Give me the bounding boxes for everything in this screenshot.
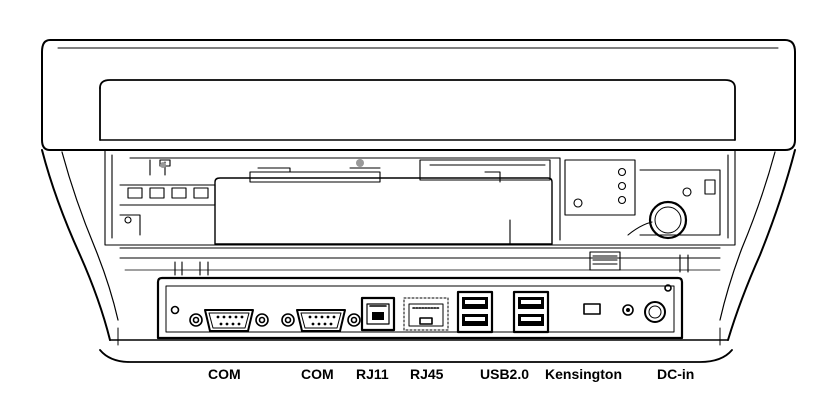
device-top-shell [41, 39, 796, 151]
rj45-label: RJ45 [410, 366, 444, 382]
panel-screw [622, 304, 634, 316]
com-port-1[interactable] [189, 309, 269, 332]
kensington-lock-slot[interactable] [583, 303, 601, 315]
dc-in-jack[interactable] [644, 301, 666, 323]
io-panel [156, 276, 684, 340]
com-port-1-label: COM [208, 366, 241, 382]
rj45-jack[interactable] [403, 297, 449, 331]
usb-label: USB2.0 [480, 366, 530, 382]
rj11-label: RJ11 [356, 366, 389, 382]
internal-chassis [104, 149, 736, 276]
rj11-jack[interactable] [360, 296, 396, 332]
device-side-walls [41, 149, 796, 363]
dc-in-label: DC-in [657, 366, 695, 382]
usb-port-stack-2[interactable] [512, 290, 550, 334]
com-port-2-label: COM [301, 366, 334, 382]
usb-port-stack-1[interactable] [456, 290, 494, 334]
kensington-label: Kensington [545, 366, 622, 382]
com-port-2[interactable] [281, 309, 361, 332]
